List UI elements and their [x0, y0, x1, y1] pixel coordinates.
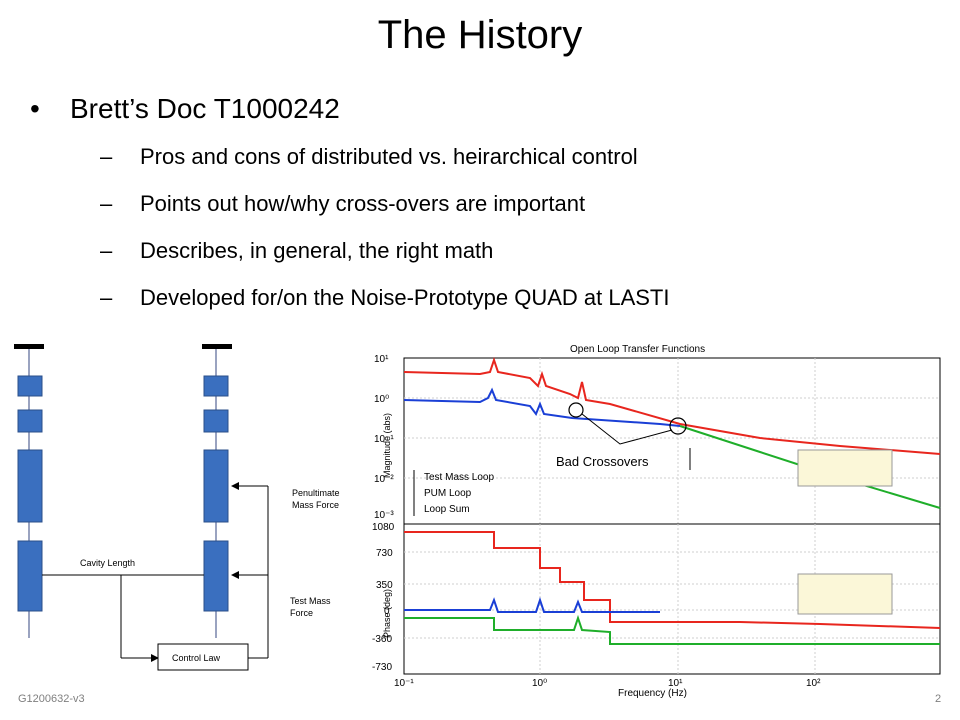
magnitude-grid	[404, 358, 940, 524]
phase-ytick-labels: 1080 730 350 0 -360 -730	[372, 522, 395, 673]
left-suspension-chain	[14, 344, 44, 638]
ytick-label: 10¹	[374, 354, 389, 365]
control-law-label: Control Law	[172, 653, 221, 663]
sub-item-text: Points out how/why cross-overs are impor…	[140, 191, 586, 216]
right-suspension-chain	[202, 344, 232, 638]
legend-pum: PUM Loop	[424, 488, 472, 499]
bullet-text: Brett’s Doc T1000242	[70, 93, 340, 124]
ytick-label: 10⁰	[374, 394, 389, 405]
test-mass-magnitude-curve	[403, 356, 941, 455]
dash-glyph: –	[100, 191, 113, 216]
bullet-glyph: •	[30, 93, 40, 124]
ytick-label: 10⁻²	[374, 474, 394, 485]
feedback-loop	[120, 482, 269, 662]
xtick-label: 10⁻¹	[394, 678, 414, 689]
plot-legend: Test Mass Loop PUM Loop Loop Sum	[413, 470, 494, 516]
dash-glyph: –	[100, 238, 113, 263]
ytick-label: -730	[372, 662, 392, 673]
bad-crossovers-label: Bad Crossovers	[556, 454, 649, 469]
dash-glyph: –	[100, 285, 113, 310]
penultimate-mass-force-label: Penultimate Mass Force	[292, 488, 342, 510]
magnitude-ytick-labels: 10¹ 10⁰ 10⁻¹ 10⁻² 10⁻³	[374, 354, 394, 521]
plot-title: Open Loop Transfer Functions	[570, 344, 705, 355]
crossover-marker-1	[568, 402, 584, 418]
pum-phase-curve	[404, 596, 660, 613]
magnitude-axes	[403, 357, 941, 525]
magnitude-y-axis-label: Magnitude (abs)	[382, 413, 392, 478]
legend-test-mass: Test Mass Loop	[424, 472, 494, 483]
ytick-label: 0	[384, 606, 390, 617]
ytick-label: -360	[372, 634, 392, 645]
ytick-label: 730	[376, 548, 393, 559]
test-mass-phase-curve	[404, 531, 941, 629]
xtick-label: 10⁰	[532, 678, 547, 689]
xtick-label: 10²	[806, 678, 821, 689]
xtick-label: 10¹	[668, 678, 683, 689]
loop-sum-phase-curve	[404, 614, 940, 645]
ytick-label: 10⁻¹	[374, 434, 394, 445]
phase-info-box	[797, 573, 893, 615]
footer-doc-id: G1200632-v3	[18, 693, 85, 705]
sub-item-text: Pros and cons of distributed vs. heirarc…	[140, 144, 638, 169]
footer-page-number: 2	[935, 693, 942, 705]
legend-loop-sum: Loop Sum	[424, 504, 470, 515]
test-mass-force-label: Test Mass Force	[290, 596, 333, 618]
ytick-label: 1080	[372, 522, 395, 533]
xtick-labels: 10⁻¹ 10⁰ 10¹ 10²	[394, 678, 821, 689]
phase-y-axis-label: Phase (deg)	[382, 589, 392, 638]
control-block-diagram: Cavity Length Control Law Penultimate Ma…	[14, 344, 342, 671]
dash-glyph: –	[100, 144, 113, 169]
magnitude-info-box	[797, 449, 893, 487]
ytick-label: 350	[376, 580, 393, 591]
cavity-length-label: Cavity Length	[80, 558, 135, 568]
sub-item-text: Developed for/on the Noise-Prototype QUA…	[140, 285, 670, 310]
control-law-box	[157, 643, 249, 671]
sub-item-text: Describes, in general, the right math	[140, 238, 494, 263]
x-axis-label: Frequency (Hz)	[618, 688, 687, 698]
crossover-arrows	[581, 413, 673, 445]
pum-magnitude-curve	[403, 387, 681, 427]
ytick-label: 10⁻³	[374, 510, 394, 521]
slide-title: The History	[377, 13, 583, 57]
crossover-marker-2	[669, 417, 687, 435]
open-loop-transfer-plot: Open Loop Transfer Functions Bad Crossov…	[360, 338, 950, 698]
